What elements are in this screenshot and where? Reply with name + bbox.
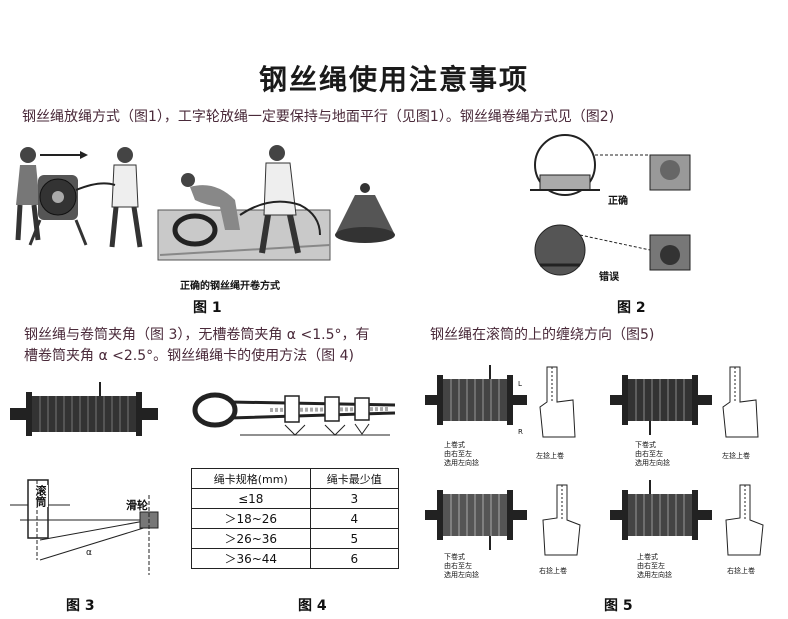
desc-line: 由右至左 (635, 450, 663, 458)
fig3-label: 图 3 (66, 598, 95, 614)
table-header-cell: 绳卡最少值 (309, 468, 400, 489)
fig5-hand-caption-3: 右捻上卷 (727, 567, 755, 575)
section3-line1: 钢丝绳与卷筒夹角（图 3），无槽卷筒夹角 α <1.5°，有 (24, 327, 370, 343)
fig2-wrong-label: 错误 (599, 272, 619, 283)
fig5-drum-2 (425, 490, 527, 550)
desc-line: 下卷式 (635, 441, 656, 449)
desc-line: 由右至左 (637, 562, 665, 570)
table-cell: 4 (309, 508, 400, 529)
fig5-hand-1 (722, 366, 759, 438)
section5-heading: 钢丝绳在滚筒的上的缠绕方向（图5) (430, 327, 655, 343)
fig5-desc-1: 下卷式 由右至左 选用左向捻 (635, 441, 670, 468)
fig5-hand-caption-1: 左捻上卷 (722, 452, 750, 460)
intro-text: 钢丝绳放绳方式（图1），工字轮放绳一定要保持与地面平行（见图1）。钢丝绳卷绳方式… (22, 109, 615, 125)
table-header-row: 绳卡规格(mm) 绳卡最少值 (191, 468, 400, 489)
fig5-desc-3: 上卷式 由右至左 选用左向捻 (637, 553, 672, 580)
fig5-drum-0 (425, 365, 527, 425)
fig5-desc-0: 上卷式 由右至左 选用左向捻 (444, 441, 479, 468)
table-cell: ＞26~36 (191, 528, 311, 549)
page-title: 钢丝绳使用注意事项 (258, 63, 529, 96)
fig3-pulley-label: 滑轮 (126, 499, 148, 512)
fig1-illustration (15, 145, 395, 261)
table-row: ＞36~44 6 (191, 548, 400, 569)
fig5-mark-left: L (518, 380, 522, 388)
fig2-label: 图 2 (617, 300, 646, 316)
fig5-hand-0 (539, 366, 576, 438)
fig5-hand-3 (725, 484, 764, 556)
table-row: ≤18 3 (191, 488, 400, 509)
table-header-cell: 绳卡规格(mm) (191, 468, 311, 489)
fig1-label: 图 1 (193, 300, 222, 316)
table-cell: 6 (309, 548, 400, 569)
desc-line: 选用左向捻 (444, 571, 479, 579)
desc-line: 选用左向捻 (444, 459, 479, 467)
table-cell: ＞36~44 (191, 548, 311, 569)
fig1-caption: 正确的钢丝绳开卷方式 (180, 281, 280, 292)
fig3-angle-diagram (10, 479, 159, 575)
fig3-alpha-label: α (86, 548, 92, 558)
fig4-spec-table: 绳卡规格(mm) 绳卡最少值 ≤18 3 ＞18~26 4 ＞26~36 5 ＞… (191, 468, 400, 569)
desc-line: 选用左向捻 (635, 459, 670, 467)
table-cell: ≤18 (191, 488, 311, 509)
fig5-hand-caption-2: 右捻上卷 (539, 567, 567, 575)
desc-line: 由右至左 (444, 450, 472, 458)
desc-line: 由右至左 (444, 562, 472, 570)
table-row: ＞18~26 4 (191, 508, 400, 529)
fig5-label: 图 5 (604, 598, 633, 614)
fig2-correct-label: 正确 (608, 196, 628, 207)
table-cell: 5 (309, 528, 400, 549)
desc-line: 上卷式 (444, 441, 465, 449)
table-row: ＞26~36 5 (191, 528, 400, 549)
fig5-desc-2: 下卷式 由右至左 选用左向捻 (444, 553, 479, 580)
fig5-drum-1 (610, 375, 712, 435)
fig5-drum-3 (610, 480, 712, 540)
desc-line: 选用左向捻 (637, 571, 672, 579)
fig2-illustration (530, 134, 691, 276)
section3-line2: 槽卷筒夹角 α <2.5°。钢丝绳绳卡的使用方法（图 4) (24, 348, 354, 364)
fig3-drum-label: 滚筒 (32, 485, 48, 507)
fig3-drum-illustration (10, 382, 158, 436)
fig4-clamp-illustration (192, 392, 396, 436)
table-cell: ＞18~26 (191, 508, 311, 529)
fig5-hand-2 (542, 484, 581, 556)
table-cell: 3 (309, 488, 400, 509)
desc-line: 上卷式 (637, 553, 658, 561)
fig5-mark-right: R (518, 428, 523, 436)
desc-line: 下卷式 (444, 553, 465, 561)
fig5-hand-caption-0: 左捻上卷 (536, 452, 564, 460)
fig4-label: 图 4 (298, 598, 327, 614)
